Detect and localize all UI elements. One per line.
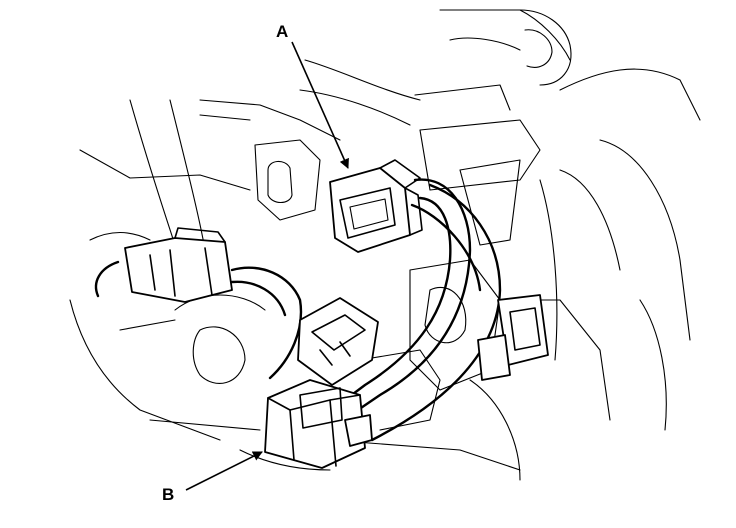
- engine-background: [69, 9, 701, 481]
- middle-connector: [297, 297, 379, 386]
- connector-a: [329, 159, 423, 253]
- callout-b-arrow: [185, 451, 263, 491]
- wire-harness: [343, 178, 502, 442]
- left-connector: [94, 227, 303, 380]
- callout-a-arrow: [291, 41, 349, 169]
- callout-b-label: B: [162, 485, 174, 504]
- callout-a-label: A: [276, 22, 288, 41]
- right-connectors: [477, 294, 549, 381]
- connector-b: [264, 379, 373, 469]
